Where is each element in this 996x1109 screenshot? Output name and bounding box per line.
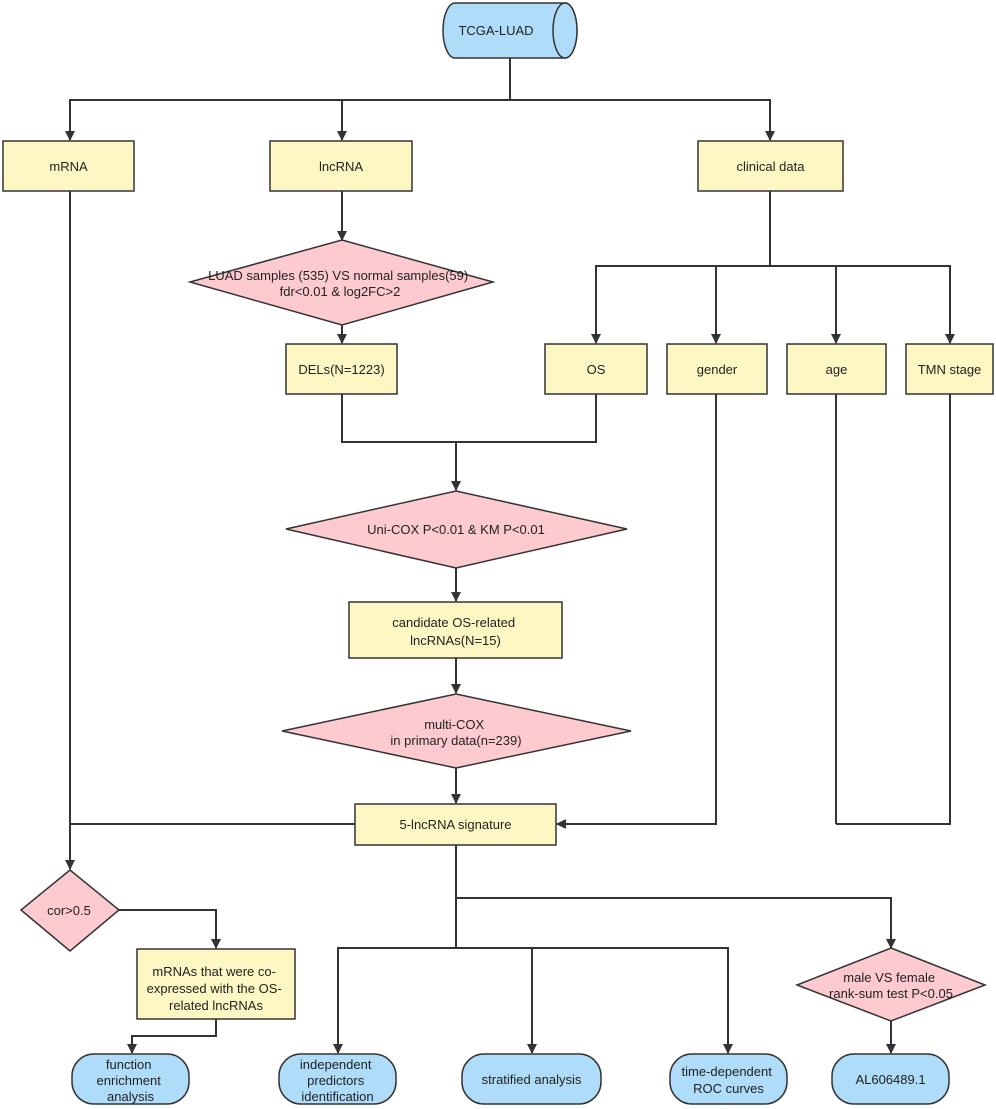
database-cylinder-end <box>552 2 578 59</box>
edge-outputs-branch <box>333 947 456 1054</box>
age-label: age <box>826 362 848 377</box>
edge-clinical-tmn <box>836 265 955 344</box>
node-gender: gender <box>666 343 768 395</box>
candidate-label: candidate OS-related lncRNAs(N=15) <box>392 615 518 648</box>
node-unicox: Uni-COX P<0.01 & KM P<0.01 <box>285 490 628 569</box>
node-tmn-stage: TMN stage <box>905 343 994 395</box>
luad-filter-label: LUAD samples (535) VS normal samples(59)… <box>208 268 472 299</box>
node-signature: 5-lncRNA signature <box>354 803 557 846</box>
signature-label: 5-lncRNA signature <box>400 817 512 832</box>
multicox-label: multi-COX in primary data(n=239) <box>390 717 521 748</box>
time-dependent-label: time-dependent ROC curves <box>682 1064 776 1096</box>
tmn-stage-label: TMN stage <box>918 362 982 377</box>
node-multicox: multi-COX in primary data(n=239) <box>281 693 632 769</box>
edge-signature-gendertest <box>456 897 896 949</box>
mrna-label: mRNA <box>49 159 88 174</box>
edge-tcga-clinical <box>510 99 775 141</box>
coexpressed-label: mRNAs that were co- expressed with the O… <box>147 964 286 1013</box>
independent-predictors-label: independent predictors identification <box>300 1057 375 1104</box>
node-clinical-data: clinical data <box>697 140 844 192</box>
clinical-data-label: clinical data <box>737 159 806 174</box>
lncrna-label: lncRNA <box>319 159 363 174</box>
node-coexpressed: mRNAs that were co- expressed with the O… <box>136 948 296 1020</box>
node-candidate: candidate OS-related lncRNAs(N=15) <box>348 601 563 659</box>
stratified-label: stratified analysis <box>482 1072 582 1087</box>
node-independent-predictors: independent predictors identification <box>278 1053 397 1105</box>
node-cor: cor>0.5 <box>19 869 121 952</box>
tcga-luad-label: TCGA-LUAD <box>458 23 533 38</box>
node-lncrna: lncRNA <box>269 140 413 192</box>
node-gender-test: male VS female rank-sum test P<0.05 <box>794 947 988 1022</box>
edge-cor-coexpressed <box>119 909 221 949</box>
function-enrichment-label: function enrichment analysis <box>97 1057 165 1104</box>
unicox-label: Uni-COX P<0.01 & KM P<0.01 <box>367 522 545 537</box>
node-function-enrichment: function enrichment analysis <box>71 1053 190 1105</box>
node-luad-filter: LUAD samples (535) VS normal samples(59)… <box>187 239 496 326</box>
edge-clinical-branch <box>591 191 771 344</box>
edge-tmn-signature <box>836 394 951 825</box>
node-tcga-luad: TCGA-LUAD <box>442 2 578 59</box>
node-al606489: AL606489.1 <box>831 1053 950 1105</box>
connectors <box>65 58 955 1054</box>
edge-tcga-branch <box>65 58 511 141</box>
edge-gender-signature <box>556 394 717 829</box>
edge-clinical-age <box>770 265 841 344</box>
os-label: OS <box>587 362 606 377</box>
edge-coexpressed-function <box>127 1019 217 1054</box>
gender-test-label: male VS female rank-sum test P<0.05 <box>829 970 953 1001</box>
cor-label: cor>0.5 <box>47 903 91 918</box>
dels-label: DELs(N=1223) <box>298 362 384 377</box>
node-stratified: stratified analysis <box>461 1053 602 1105</box>
al606489-label: AL606489.1 <box>855 1072 925 1087</box>
edge-outputs-stratified <box>456 947 537 1054</box>
node-dels: DELs(N=1223) <box>285 343 398 395</box>
node-os: OS <box>544 343 648 395</box>
node-time-dependent: time-dependent ROC curves <box>669 1053 788 1105</box>
node-age: age <box>786 343 887 395</box>
edge-dels-join <box>341 394 597 443</box>
gender-label: gender <box>697 362 738 377</box>
node-mrna: mRNA <box>2 140 135 192</box>
edge-outputs-timedep <box>532 947 733 1054</box>
